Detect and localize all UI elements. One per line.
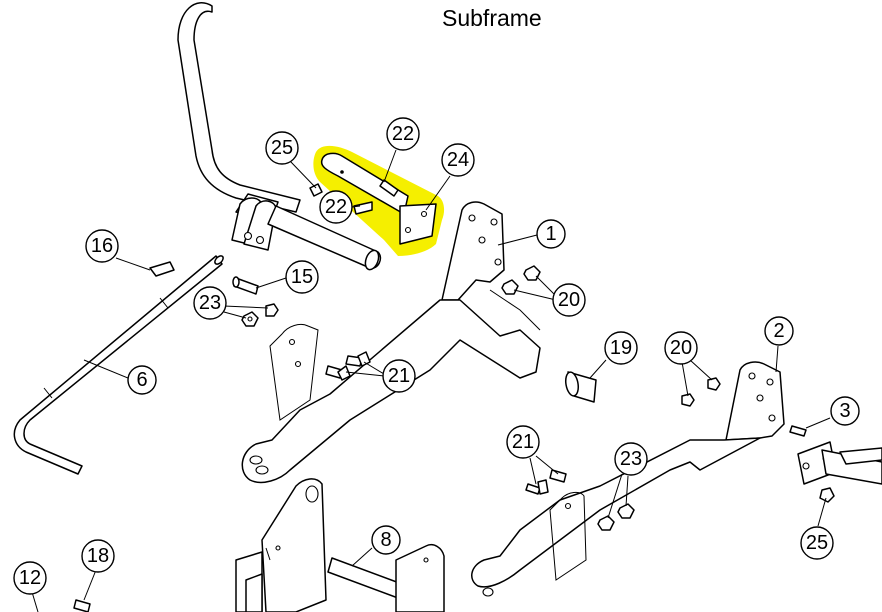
bolt-3 xyxy=(789,425,807,437)
bushing xyxy=(564,371,597,403)
svg-text:16: 16 xyxy=(91,235,113,257)
lower-frame xyxy=(235,478,445,612)
svg-text:23: 23 xyxy=(620,448,642,470)
callout-19: 19 xyxy=(604,331,638,365)
callout-20-right: 20 xyxy=(664,331,698,365)
diagram-title: Subframe xyxy=(442,5,542,31)
callout-23-left: 23 xyxy=(193,286,227,320)
nuts-20-left xyxy=(501,265,541,295)
pin-15 xyxy=(232,276,259,295)
svg-text:25: 25 xyxy=(271,137,293,159)
svg-text:22: 22 xyxy=(325,196,347,218)
bolts-21-right xyxy=(525,469,567,495)
svg-text:20: 20 xyxy=(670,337,692,359)
long-rod xyxy=(13,255,224,475)
svg-text:15: 15 xyxy=(291,266,313,288)
svg-text:2: 2 xyxy=(773,320,784,342)
leader-lines xyxy=(31,149,831,612)
svg-text:25: 25 xyxy=(806,532,828,554)
svg-text:20: 20 xyxy=(558,289,580,311)
callout-22-lower: 22 xyxy=(319,190,353,224)
callout-20-left: 20 xyxy=(552,283,586,317)
callout-1: 1 xyxy=(536,219,566,249)
callout-25-right: 25 xyxy=(800,526,834,560)
callout-12: 12 xyxy=(13,561,47,595)
svg-text:6: 6 xyxy=(136,369,147,391)
svg-text:21: 21 xyxy=(512,431,534,453)
nuts-20-right xyxy=(681,377,721,407)
svg-text:23: 23 xyxy=(199,292,221,314)
callout-16: 16 xyxy=(85,229,119,263)
svg-text:8: 8 xyxy=(380,529,391,551)
right-tube-end xyxy=(797,441,882,485)
callout-23-right: 23 xyxy=(614,442,648,476)
svg-text:18: 18 xyxy=(87,545,109,567)
svg-text:12: 12 xyxy=(19,567,41,589)
callout-25-top: 25 xyxy=(265,131,299,165)
nuts-left xyxy=(241,303,279,327)
bolts-21-left xyxy=(325,351,371,381)
bolt-18 xyxy=(73,599,91,612)
svg-text:3: 3 xyxy=(839,400,850,422)
svg-text:22: 22 xyxy=(392,123,414,145)
small-bolts-top xyxy=(309,179,399,215)
callout-24: 24 xyxy=(441,143,475,177)
highlighted-part-24 xyxy=(313,145,445,256)
callout-22-top: 22 xyxy=(386,117,420,151)
svg-text:19: 19 xyxy=(610,337,632,359)
callout-6: 6 xyxy=(127,365,157,395)
callout-21-left: 21 xyxy=(382,359,416,393)
svg-text:21: 21 xyxy=(388,365,410,387)
callout-3: 3 xyxy=(830,396,860,426)
callout-15: 15 xyxy=(285,260,319,294)
cotter-pin xyxy=(149,261,175,277)
nut-25-right xyxy=(819,487,835,503)
mount-frame-left xyxy=(241,201,541,484)
mount-frame-right xyxy=(471,361,785,597)
callout-21-right: 21 xyxy=(506,425,540,459)
svg-text:24: 24 xyxy=(447,149,469,171)
nuts-23-right xyxy=(597,503,635,531)
callout-18: 18 xyxy=(81,539,115,573)
upper-bent-tube xyxy=(177,2,382,271)
svg-text:1: 1 xyxy=(545,223,556,245)
callout-2: 2 xyxy=(764,316,794,346)
callout-8: 8 xyxy=(371,525,401,555)
